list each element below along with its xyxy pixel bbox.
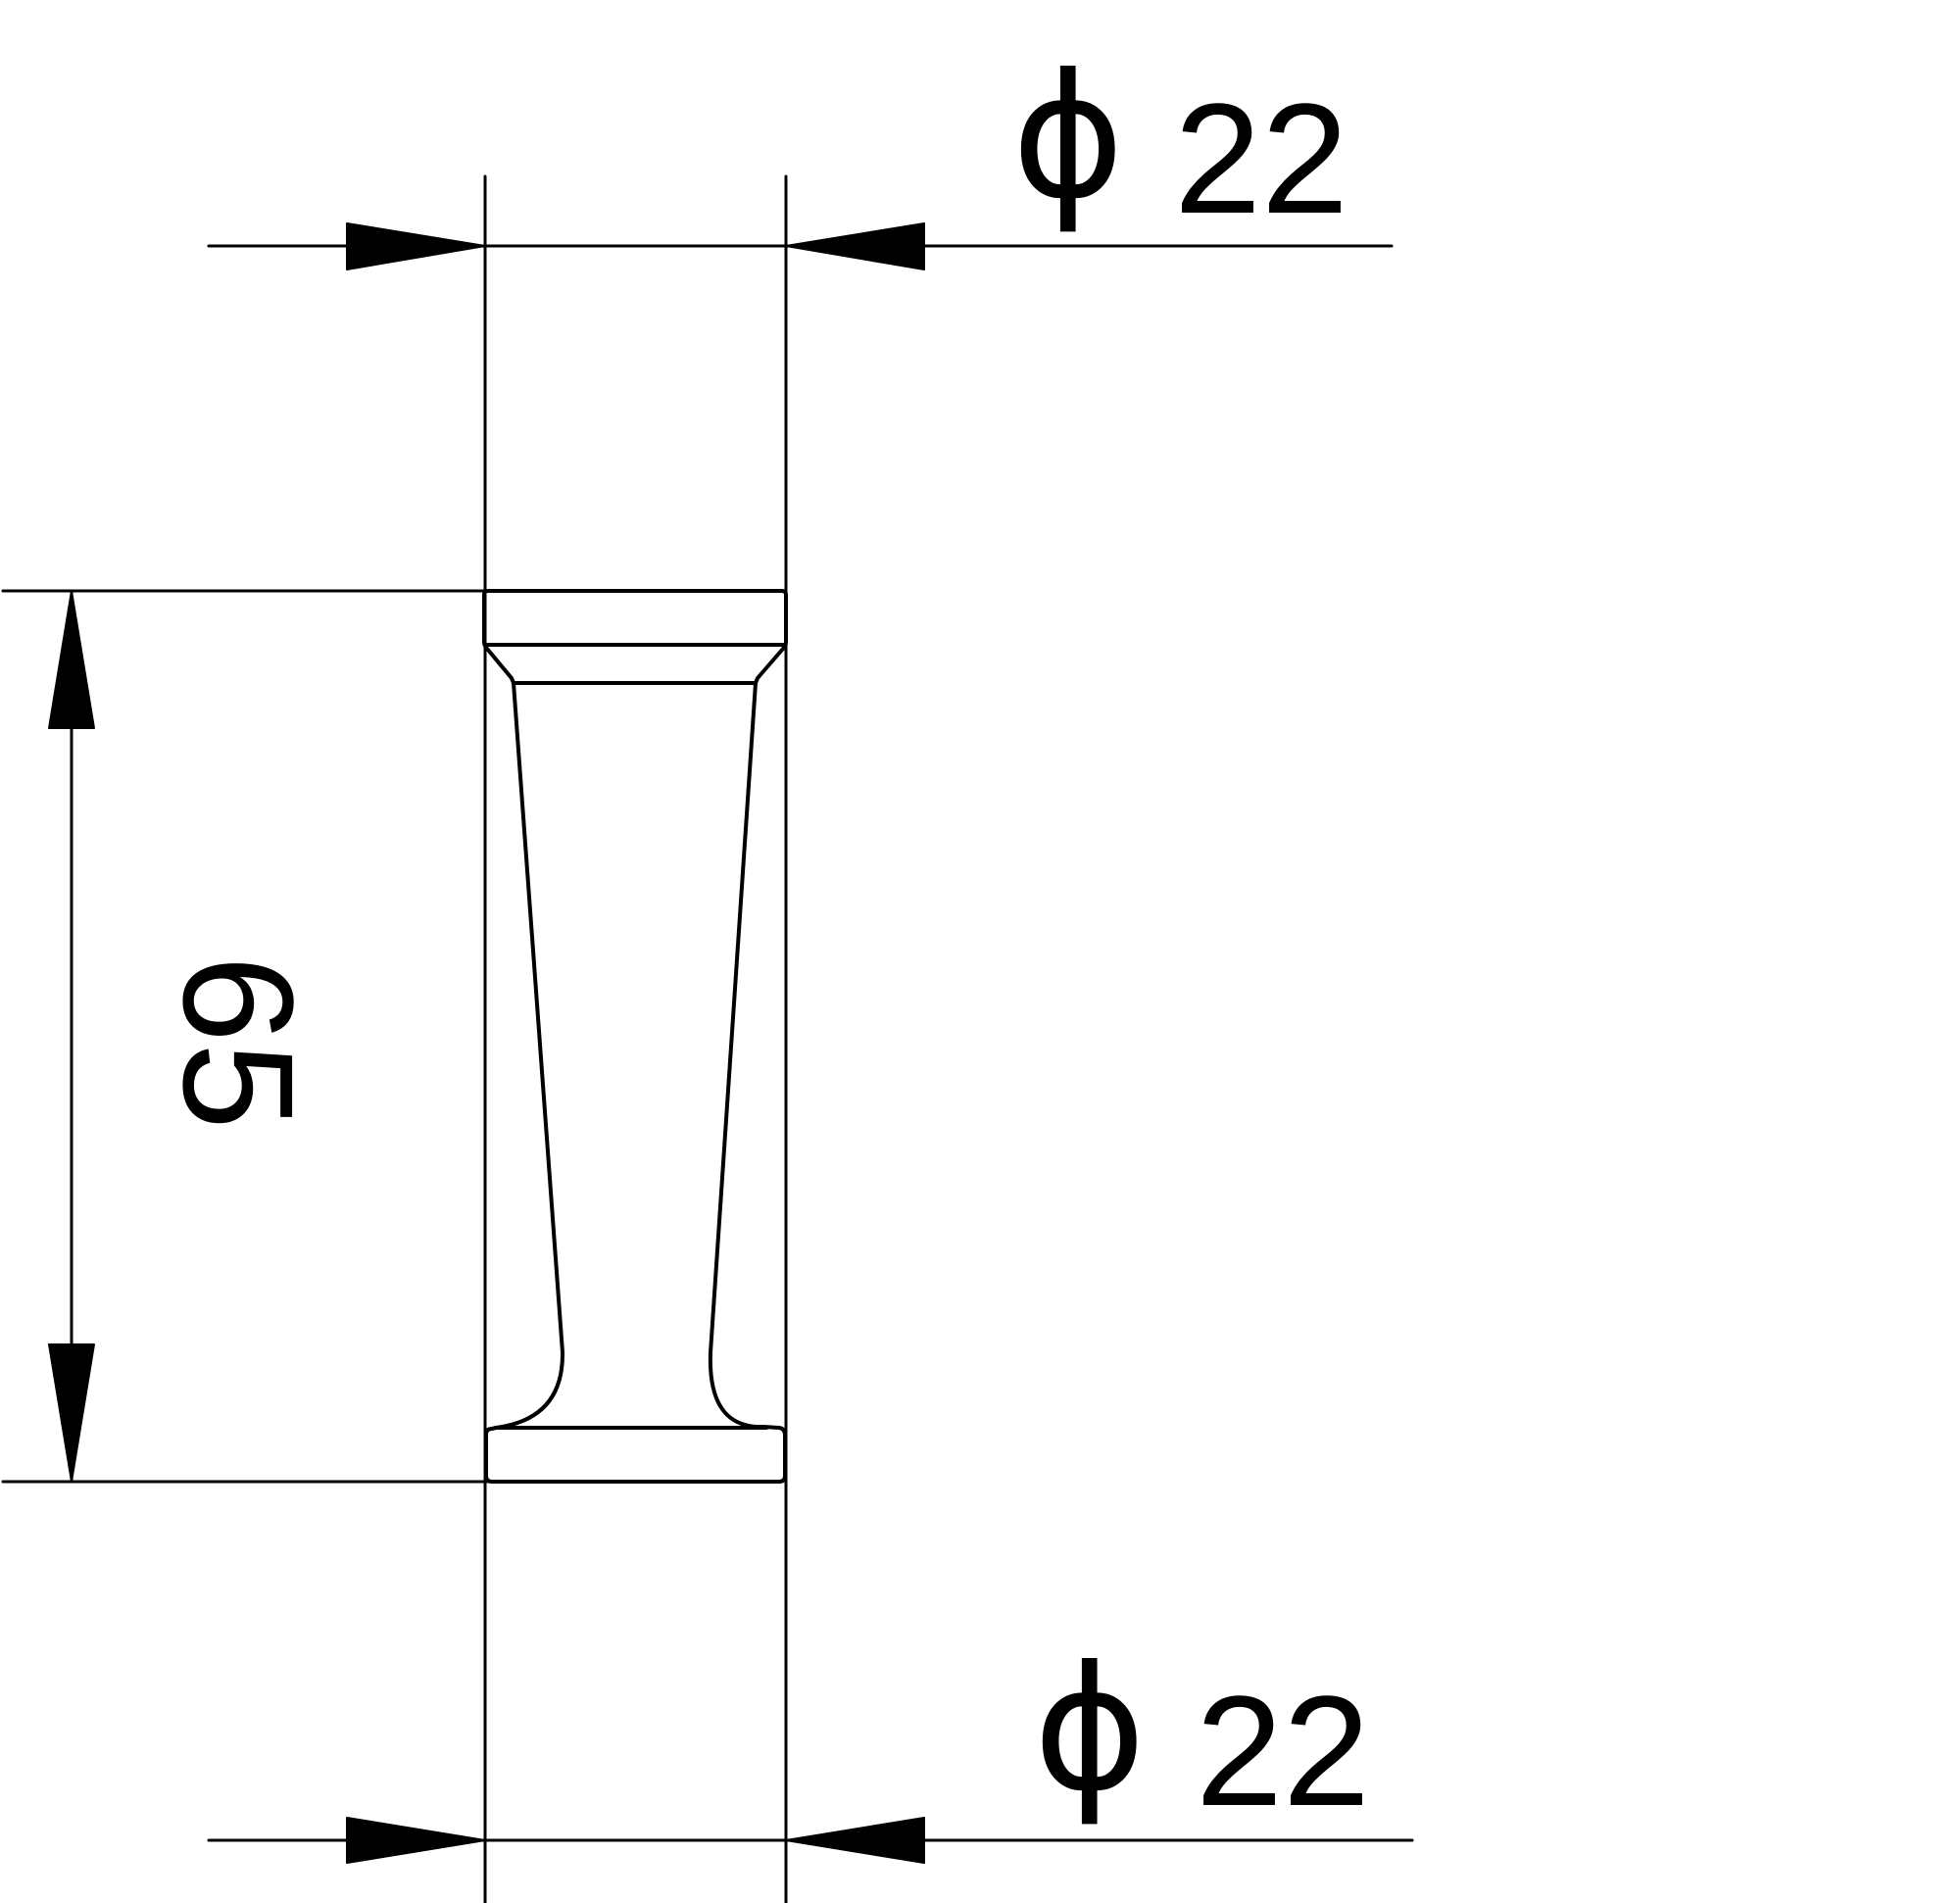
top-diameter-value: 22	[1174, 71, 1348, 246]
top-arrow-right	[785, 222, 925, 270]
height-arrow-top	[48, 590, 95, 729]
top-arrow-left	[346, 222, 486, 270]
bottom-arrow-right	[785, 1817, 925, 1864]
height-value: 65	[151, 955, 326, 1130]
bottom-diameter-dimension: ϕ 22	[207, 1631, 1414, 1864]
height-dimension: 65	[48, 589, 326, 1484]
part-outline	[482, 589, 788, 1484]
bottom-arrow-left	[346, 1817, 486, 1864]
height-arrow-bottom	[48, 1343, 95, 1483]
bottom-diameter-symbol: ϕ	[1033, 1631, 1146, 1830]
top-diameter-symbol: ϕ	[1011, 38, 1124, 237]
bottom-diameter-value: 22	[1196, 1663, 1370, 1838]
top-cap	[482, 589, 788, 1484]
top-diameter-dimension: ϕ 22	[207, 38, 1394, 270]
